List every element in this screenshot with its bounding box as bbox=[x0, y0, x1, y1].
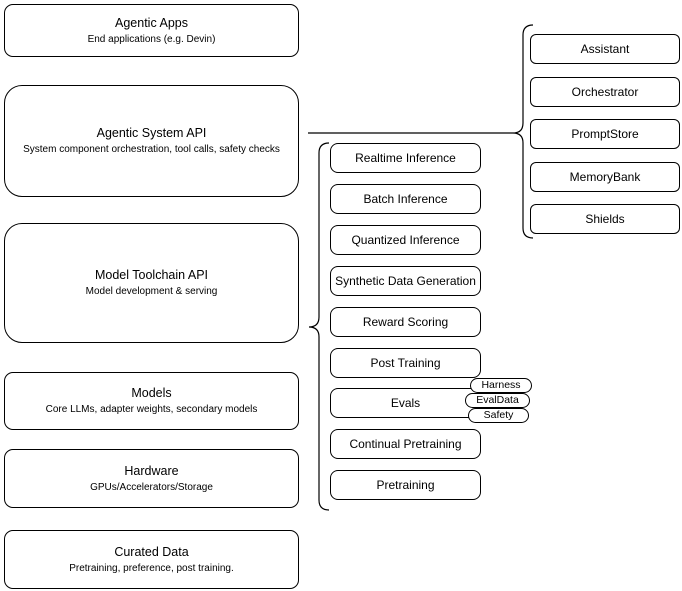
node-orchestrator-label: Orchestrator bbox=[571, 85, 639, 99]
node-realtime-inference-label: Realtime Inference bbox=[355, 151, 456, 165]
box-agentic-apps: Agentic Apps End applications (e.g. Devi… bbox=[4, 4, 299, 57]
node-realtime-inference: Realtime Inference bbox=[330, 143, 481, 173]
box-model-toolchain-api-subtitle: Model development & serving bbox=[85, 286, 218, 297]
tag-harness-label: Harness bbox=[481, 379, 521, 391]
toolchain-brace bbox=[308, 142, 330, 511]
node-pretraining: Pretraining bbox=[330, 470, 481, 500]
box-agentic-system-api-subtitle: System component orchestration, tool cal… bbox=[23, 144, 280, 155]
node-post-training-label: Post Training bbox=[370, 356, 441, 370]
box-curated-data-title: Curated Data bbox=[114, 544, 189, 559]
box-hardware-subtitle: GPUs/Accelerators/Storage bbox=[90, 481, 213, 493]
box-hardware-title: Hardware bbox=[124, 463, 179, 478]
node-evals: Evals bbox=[330, 388, 481, 418]
node-assistant: Assistant bbox=[530, 34, 680, 64]
node-batch-inference-label: Batch Inference bbox=[363, 192, 448, 206]
node-continual-pretraining: Continual Pretraining bbox=[330, 429, 481, 459]
box-models: Models Core LLMs, adapter weights, secon… bbox=[4, 372, 299, 430]
node-promptstore: PromptStore bbox=[530, 119, 680, 149]
node-memorybank: MemoryBank bbox=[530, 162, 680, 192]
tag-evaldata: EvalData bbox=[465, 393, 530, 408]
node-batch-inference: Batch Inference bbox=[330, 184, 481, 214]
box-model-toolchain-api-title: Model Toolchain API bbox=[94, 268, 209, 282]
node-memorybank-label: MemoryBank bbox=[569, 170, 641, 184]
node-shields: Shields bbox=[530, 204, 680, 234]
node-post-training: Post Training bbox=[330, 348, 481, 378]
node-quantized-inference-label: Quantized Inference bbox=[351, 233, 460, 247]
box-curated-data: Curated Data Pretraining, preference, po… bbox=[4, 530, 299, 589]
box-agentic-system-api: Agentic System API System component orch… bbox=[4, 85, 299, 197]
node-assistant-label: Assistant bbox=[580, 42, 630, 56]
node-continual-pretraining-label: Continual Pretraining bbox=[349, 437, 462, 451]
tag-safety: Safety bbox=[468, 408, 529, 423]
tag-safety-label: Safety bbox=[483, 409, 514, 421]
tag-harness: Harness bbox=[470, 378, 532, 393]
box-models-title: Models bbox=[131, 386, 172, 400]
node-evals-label: Evals bbox=[390, 396, 421, 410]
tag-evaldata-label: EvalData bbox=[476, 394, 519, 406]
node-synthetic-data-generation-label: Synthetic Data Generation bbox=[335, 274, 476, 288]
node-pretraining-label: Pretraining bbox=[376, 478, 435, 492]
node-quantized-inference: Quantized Inference bbox=[330, 225, 481, 255]
box-agentic-system-api-title: Agentic System API bbox=[96, 126, 207, 140]
box-models-subtitle: Core LLMs, adapter weights, secondary mo… bbox=[45, 404, 258, 415]
node-orchestrator: Orchestrator bbox=[530, 77, 680, 107]
node-synthetic-data-generation: Synthetic Data Generation bbox=[330, 266, 481, 296]
box-agentic-apps-title: Agentic Apps bbox=[115, 15, 188, 30]
node-shields-label: Shields bbox=[585, 212, 625, 226]
box-curated-data-subtitle: Pretraining, preference, post training. bbox=[69, 562, 234, 574]
box-agentic-apps-subtitle: End applications (e.g. Devin) bbox=[87, 33, 216, 45]
node-reward-scoring-label: Reward Scoring bbox=[362, 315, 449, 329]
box-model-toolchain-api: Model Toolchain API Model development & … bbox=[4, 223, 299, 343]
node-reward-scoring: Reward Scoring bbox=[330, 307, 481, 337]
box-hardware: Hardware GPUs/Accelerators/Storage bbox=[4, 449, 299, 508]
node-promptstore-label: PromptStore bbox=[571, 127, 639, 141]
